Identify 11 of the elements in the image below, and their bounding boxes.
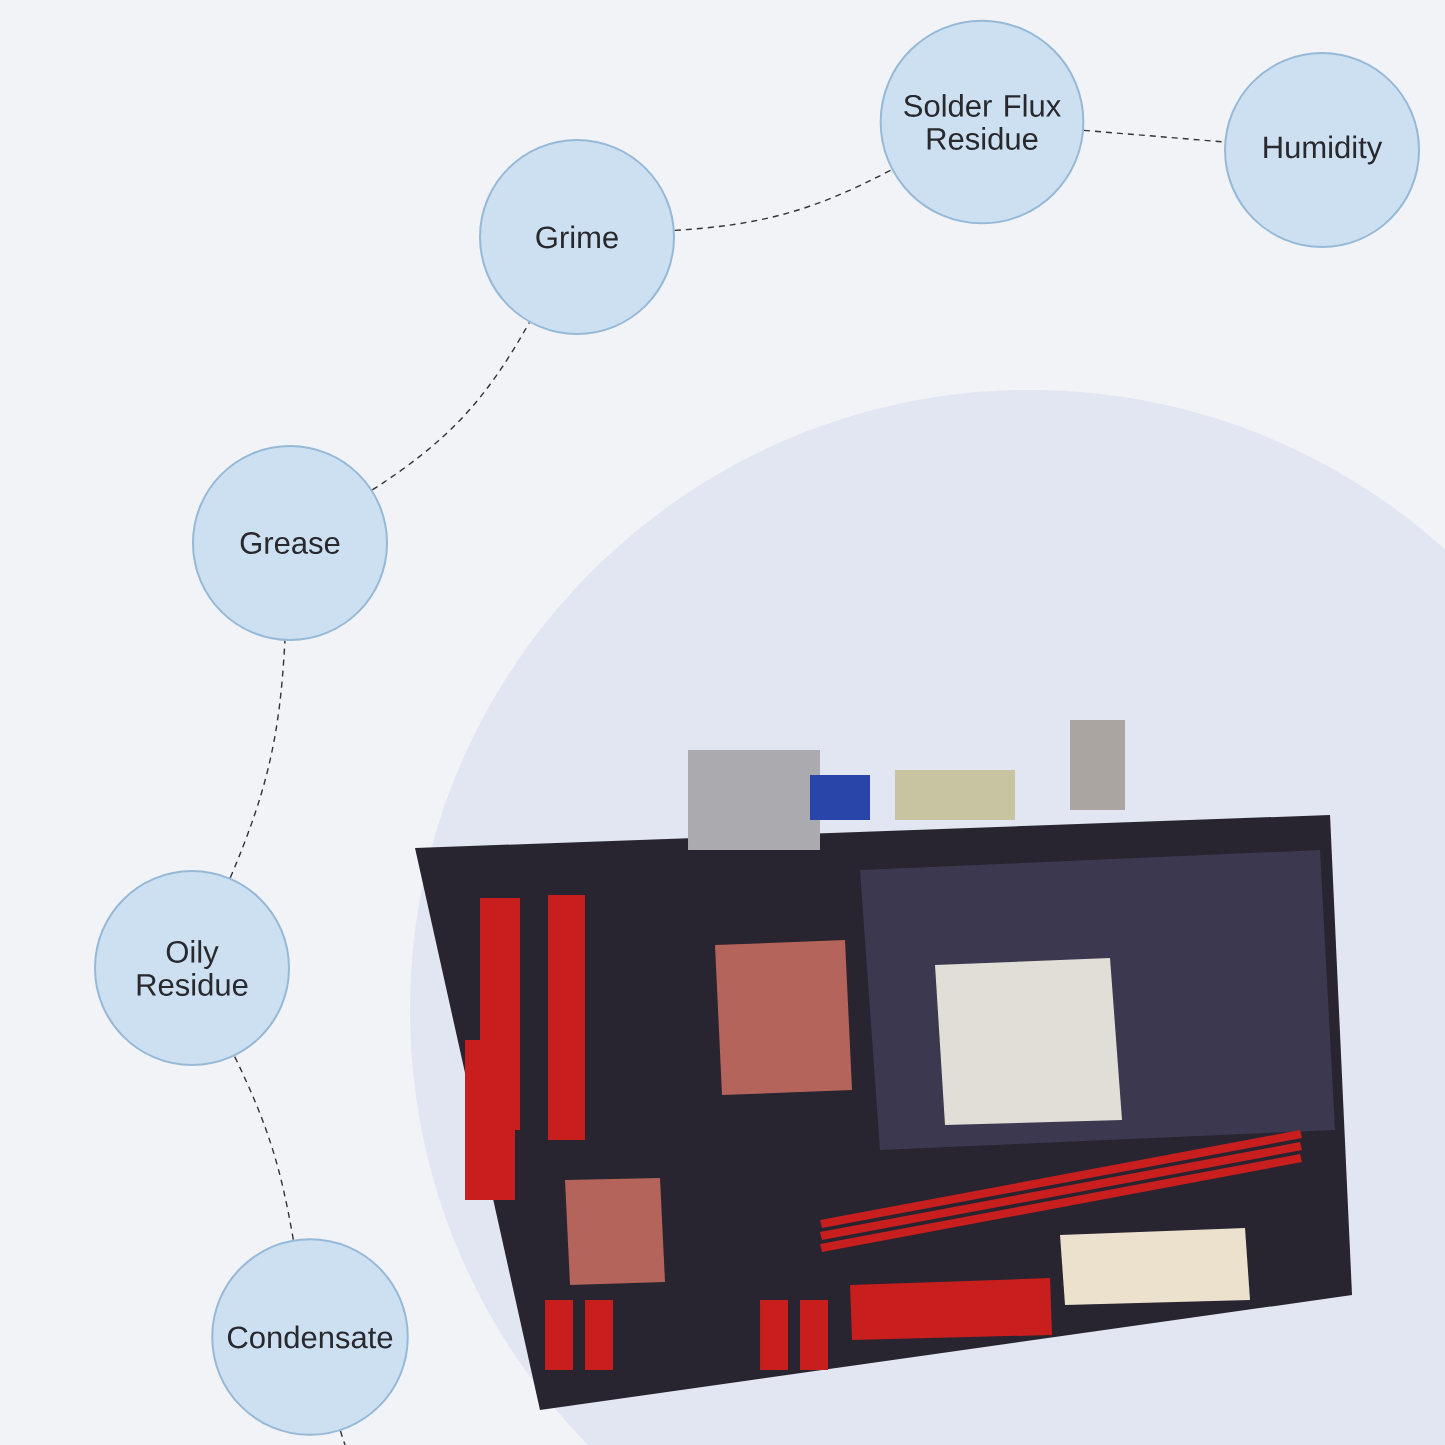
dashed-connector [371,321,530,491]
dashed-connector [339,1430,346,1445]
bubble: Grease [192,445,388,641]
bubble: Condensate [211,1238,409,1436]
dashed-connector [229,640,286,879]
dashed-connector [233,1055,294,1241]
bubble: Solder Flux Residue [879,19,1085,225]
bubble: Oily Residue [94,870,290,1066]
bubble: Grime [479,139,675,335]
bubble: Humidity [1224,52,1420,248]
dashed-connector [674,169,893,232]
